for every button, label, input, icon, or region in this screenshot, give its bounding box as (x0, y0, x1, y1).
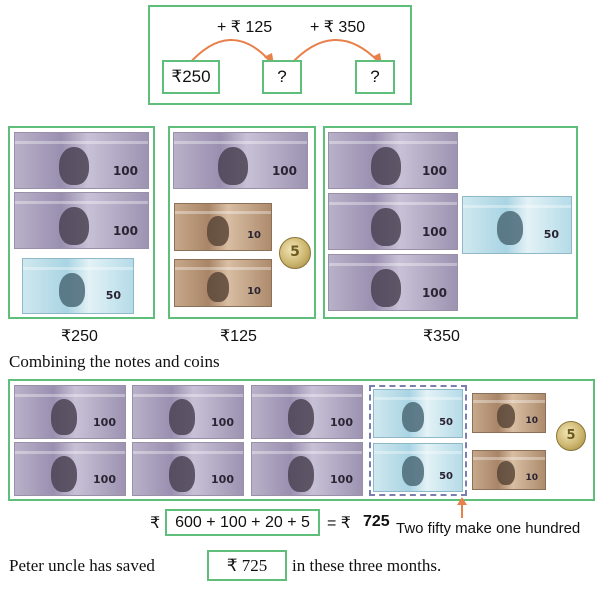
unknown-box-2: ? (355, 60, 395, 94)
note-100: 100 (251, 442, 363, 496)
sequence-panel (148, 5, 412, 105)
note-100: 100 (14, 132, 149, 189)
group-250-label: ₹250 (61, 328, 98, 345)
step-1-arrow (187, 39, 271, 66)
note-100: 100 (14, 192, 149, 249)
two-fifties-group (369, 385, 467, 496)
calc-result: 725 (363, 513, 390, 530)
note-50: 50 (22, 258, 134, 314)
note-10: 10 (472, 450, 546, 490)
note-50: 50 (462, 196, 572, 254)
summary-text-before: Peter uncle has saved (9, 556, 155, 575)
note-10: 10 (174, 259, 272, 307)
note-50: 50 (373, 443, 463, 492)
summary-answer-box: ₹ 725 (207, 550, 287, 581)
note-100: 100 (132, 385, 244, 439)
combining-heading: Combining the notes and coins (9, 352, 220, 371)
note-100: 100 (173, 132, 308, 189)
callout-text: Two fifty make one hundred (396, 520, 581, 537)
calc-expression-box: 600 + 100 + 20 + 5 (165, 509, 320, 536)
sequence-arrows (187, 39, 382, 66)
note-100: 100 (328, 193, 458, 250)
note-10: 10 (174, 203, 272, 251)
unknown-box-1: ? (262, 60, 302, 94)
group-250-box (8, 126, 155, 319)
note-100: 100 (14, 385, 126, 439)
note-50: 50 (373, 389, 463, 438)
note-100: 100 (328, 132, 458, 189)
step-2-arrow (289, 39, 379, 66)
group-125-box (168, 126, 316, 319)
start-value-box: ₹250 (162, 60, 220, 94)
callout-arrow (457, 497, 467, 518)
calc-result-prefix: = ₹ (327, 515, 351, 532)
note-100: 100 (328, 254, 458, 311)
group-350-label: ₹350 (423, 328, 460, 345)
group-125-label: ₹125 (220, 328, 257, 345)
summary-text-after: in these three months. (292, 556, 442, 575)
note-10: 10 (472, 393, 546, 433)
step-2-label: + ₹ 350 (310, 19, 366, 36)
combined-panel (8, 379, 595, 501)
calc-currency-symbol: ₹ (150, 515, 161, 532)
coin-5: 5 (279, 237, 311, 269)
coin-5: 5 (556, 421, 586, 451)
note-100: 100 (132, 442, 244, 496)
group-350-box (323, 126, 578, 319)
note-100: 100 (251, 385, 363, 439)
note-100: 100 (14, 442, 126, 496)
step-1-label: + ₹ 125 (217, 19, 273, 36)
